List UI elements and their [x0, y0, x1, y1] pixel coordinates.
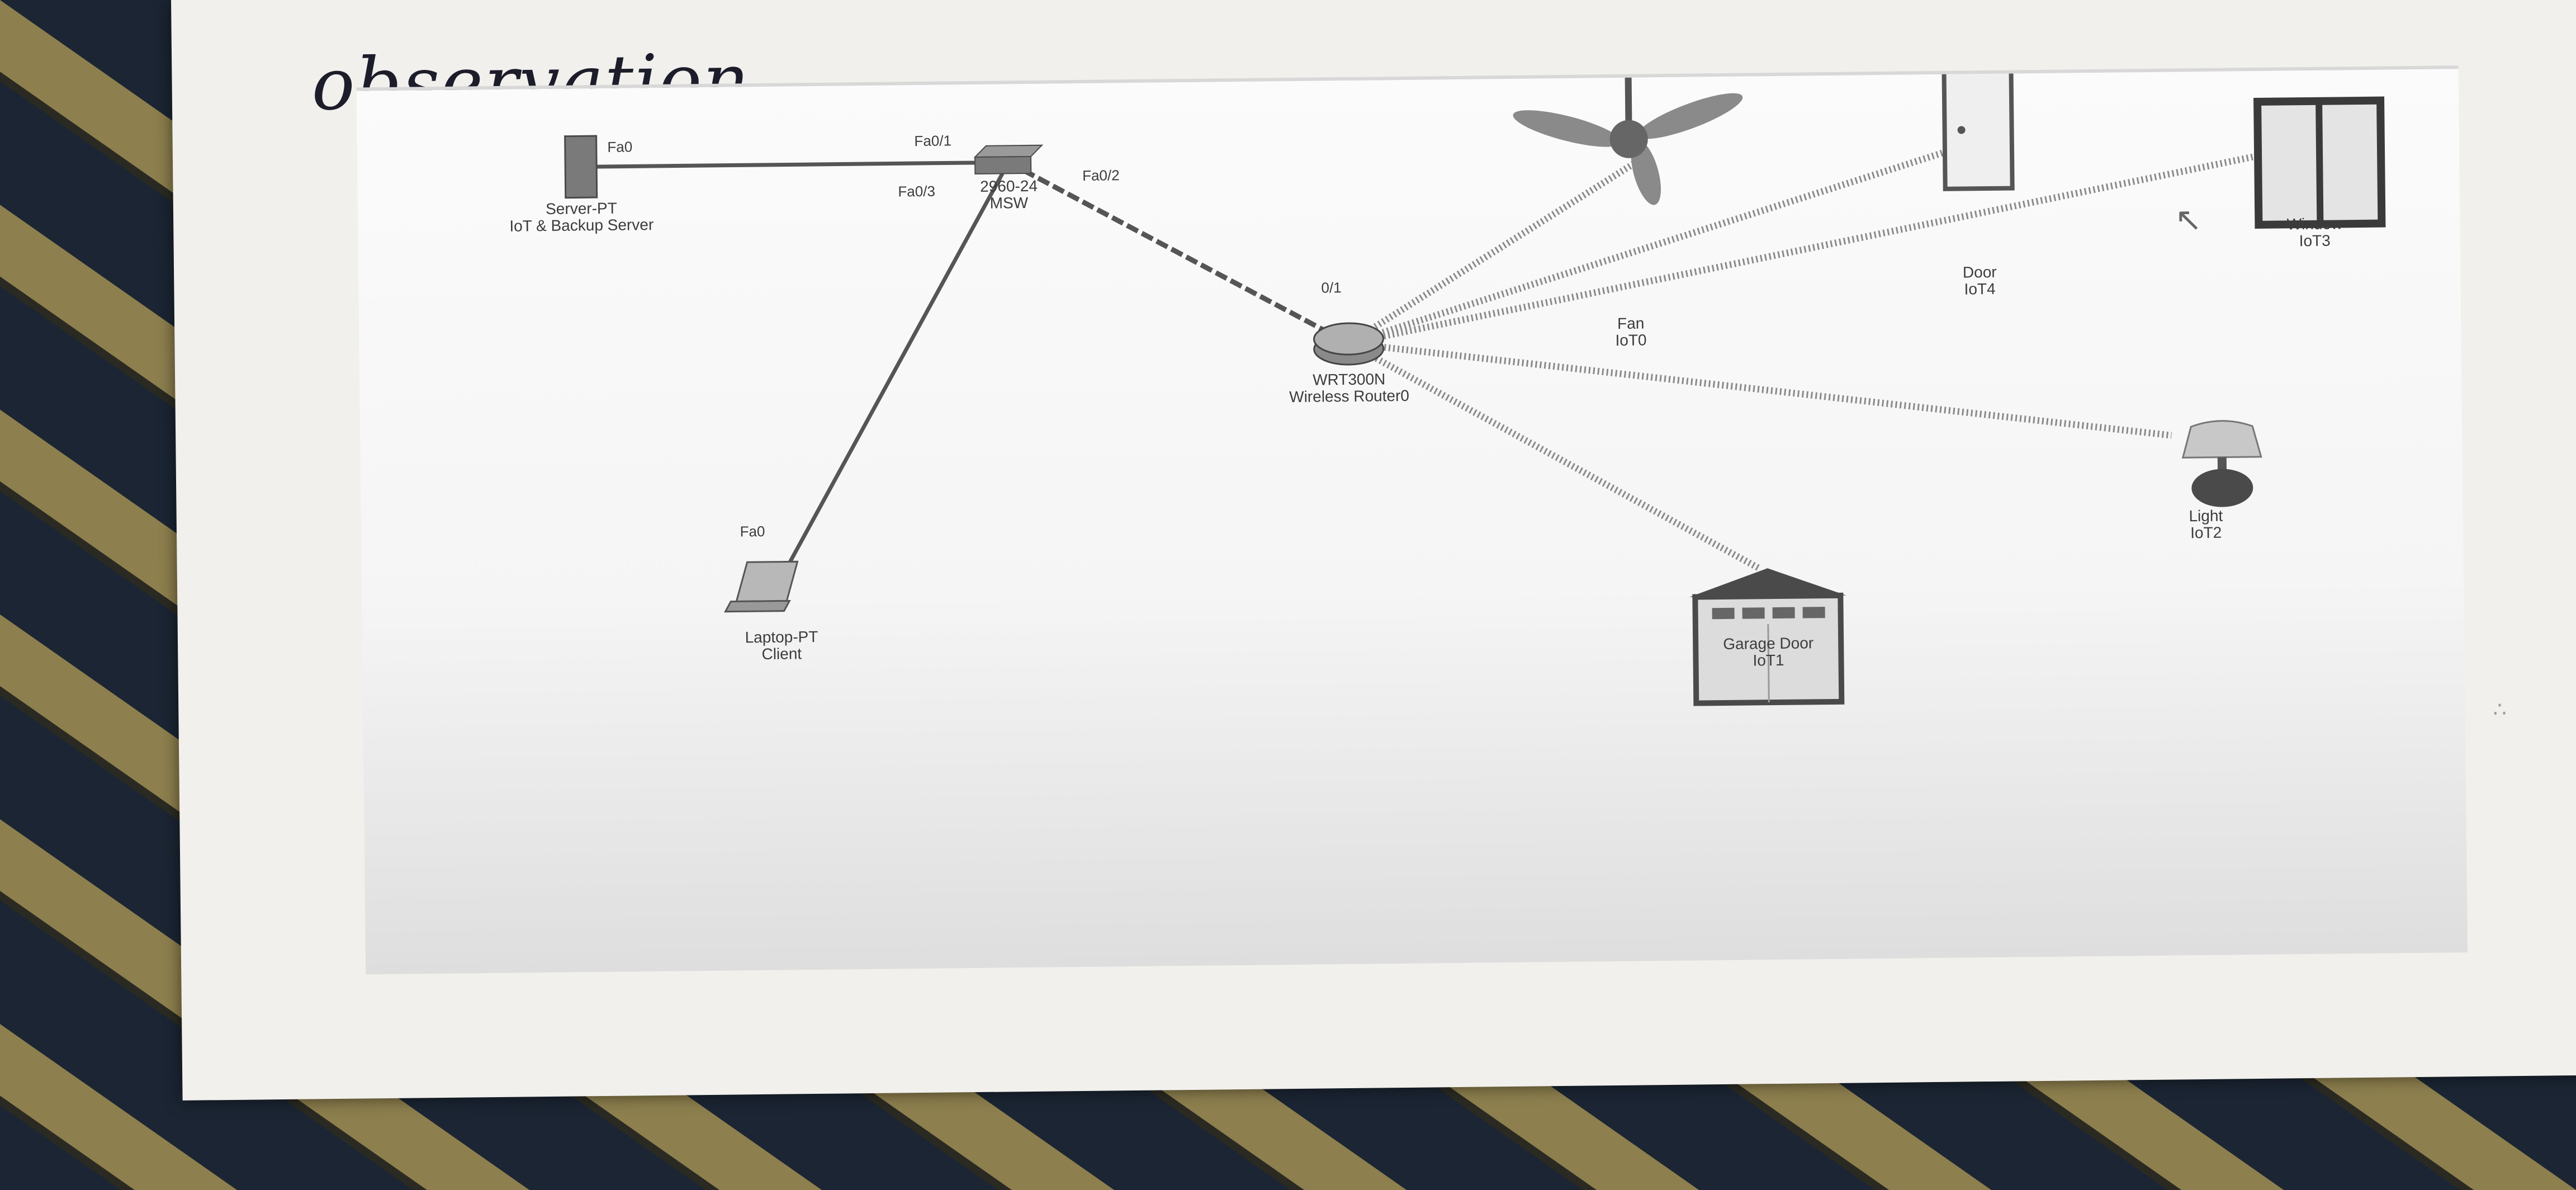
device-name: WRT300N: [1312, 370, 1386, 389]
link-server-switch: [581, 160, 1009, 169]
wireless-router-icon[interactable]: [1313, 322, 1385, 366]
mouse-pointer-icon: ↖: [2174, 201, 2203, 238]
port-label: Fa0/3: [898, 182, 936, 200]
garage-door-icon[interactable]: [1689, 568, 1847, 706]
port-label: Fa0/2: [1082, 167, 1120, 184]
switch-icon[interactable]: [973, 144, 1044, 174]
device-display-name: Wireless Router0: [1289, 386, 1410, 406]
devices-layer: [564, 69, 2386, 706]
device-display-name: IoT4: [1964, 280, 1996, 298]
link-router-garage: [1347, 340, 1761, 572]
ceiling-fan-icon[interactable]: [1509, 76, 1748, 209]
link-router-fan: [1347, 158, 1640, 347]
device-name: Laptop-PT: [745, 627, 818, 646]
port-label: Fa0: [740, 522, 765, 540]
margin-pencil-mark: ∴: [2493, 698, 2507, 722]
link-switch-router: [1007, 160, 1350, 346]
port-label: Fa0/1: [914, 132, 952, 150]
laptop-icon[interactable]: [723, 560, 799, 613]
device-name: Door: [1962, 263, 1997, 281]
device-display-name: MSW: [989, 193, 1029, 212]
port-label: 0/1: [1321, 279, 1342, 296]
server-icon[interactable]: [564, 135, 598, 199]
port-label: Fa0: [607, 138, 633, 155]
link-router-light: [1348, 340, 2172, 439]
device-display-name: Client: [761, 645, 802, 663]
device-display-name: IoT2: [2190, 523, 2222, 542]
link-router-window: [1348, 145, 2293, 347]
device-name: Light: [2189, 507, 2223, 525]
links-layer: [575, 143, 2293, 584]
device-display-name: IoT3: [2299, 232, 2331, 250]
device-name: Server-PT: [545, 199, 617, 218]
topology-canvas: [564, 69, 2386, 706]
device-display-name: IoT & Backup Server: [509, 215, 654, 235]
device-display-name: IoT1: [1753, 651, 1784, 669]
device-name: Fan: [1617, 314, 1645, 332]
lamp-icon[interactable]: [2181, 420, 2262, 507]
door-icon[interactable]: [1942, 69, 2015, 191]
device-name: Window: [2286, 215, 2343, 233]
device-display-name: IoT0: [1615, 331, 1647, 349]
link-switch-laptop: [779, 161, 1011, 580]
device-name: Garage Door: [1723, 634, 1814, 653]
device-name: 2960-24: [980, 177, 1038, 195]
window-icon[interactable]: [2253, 96, 2386, 229]
